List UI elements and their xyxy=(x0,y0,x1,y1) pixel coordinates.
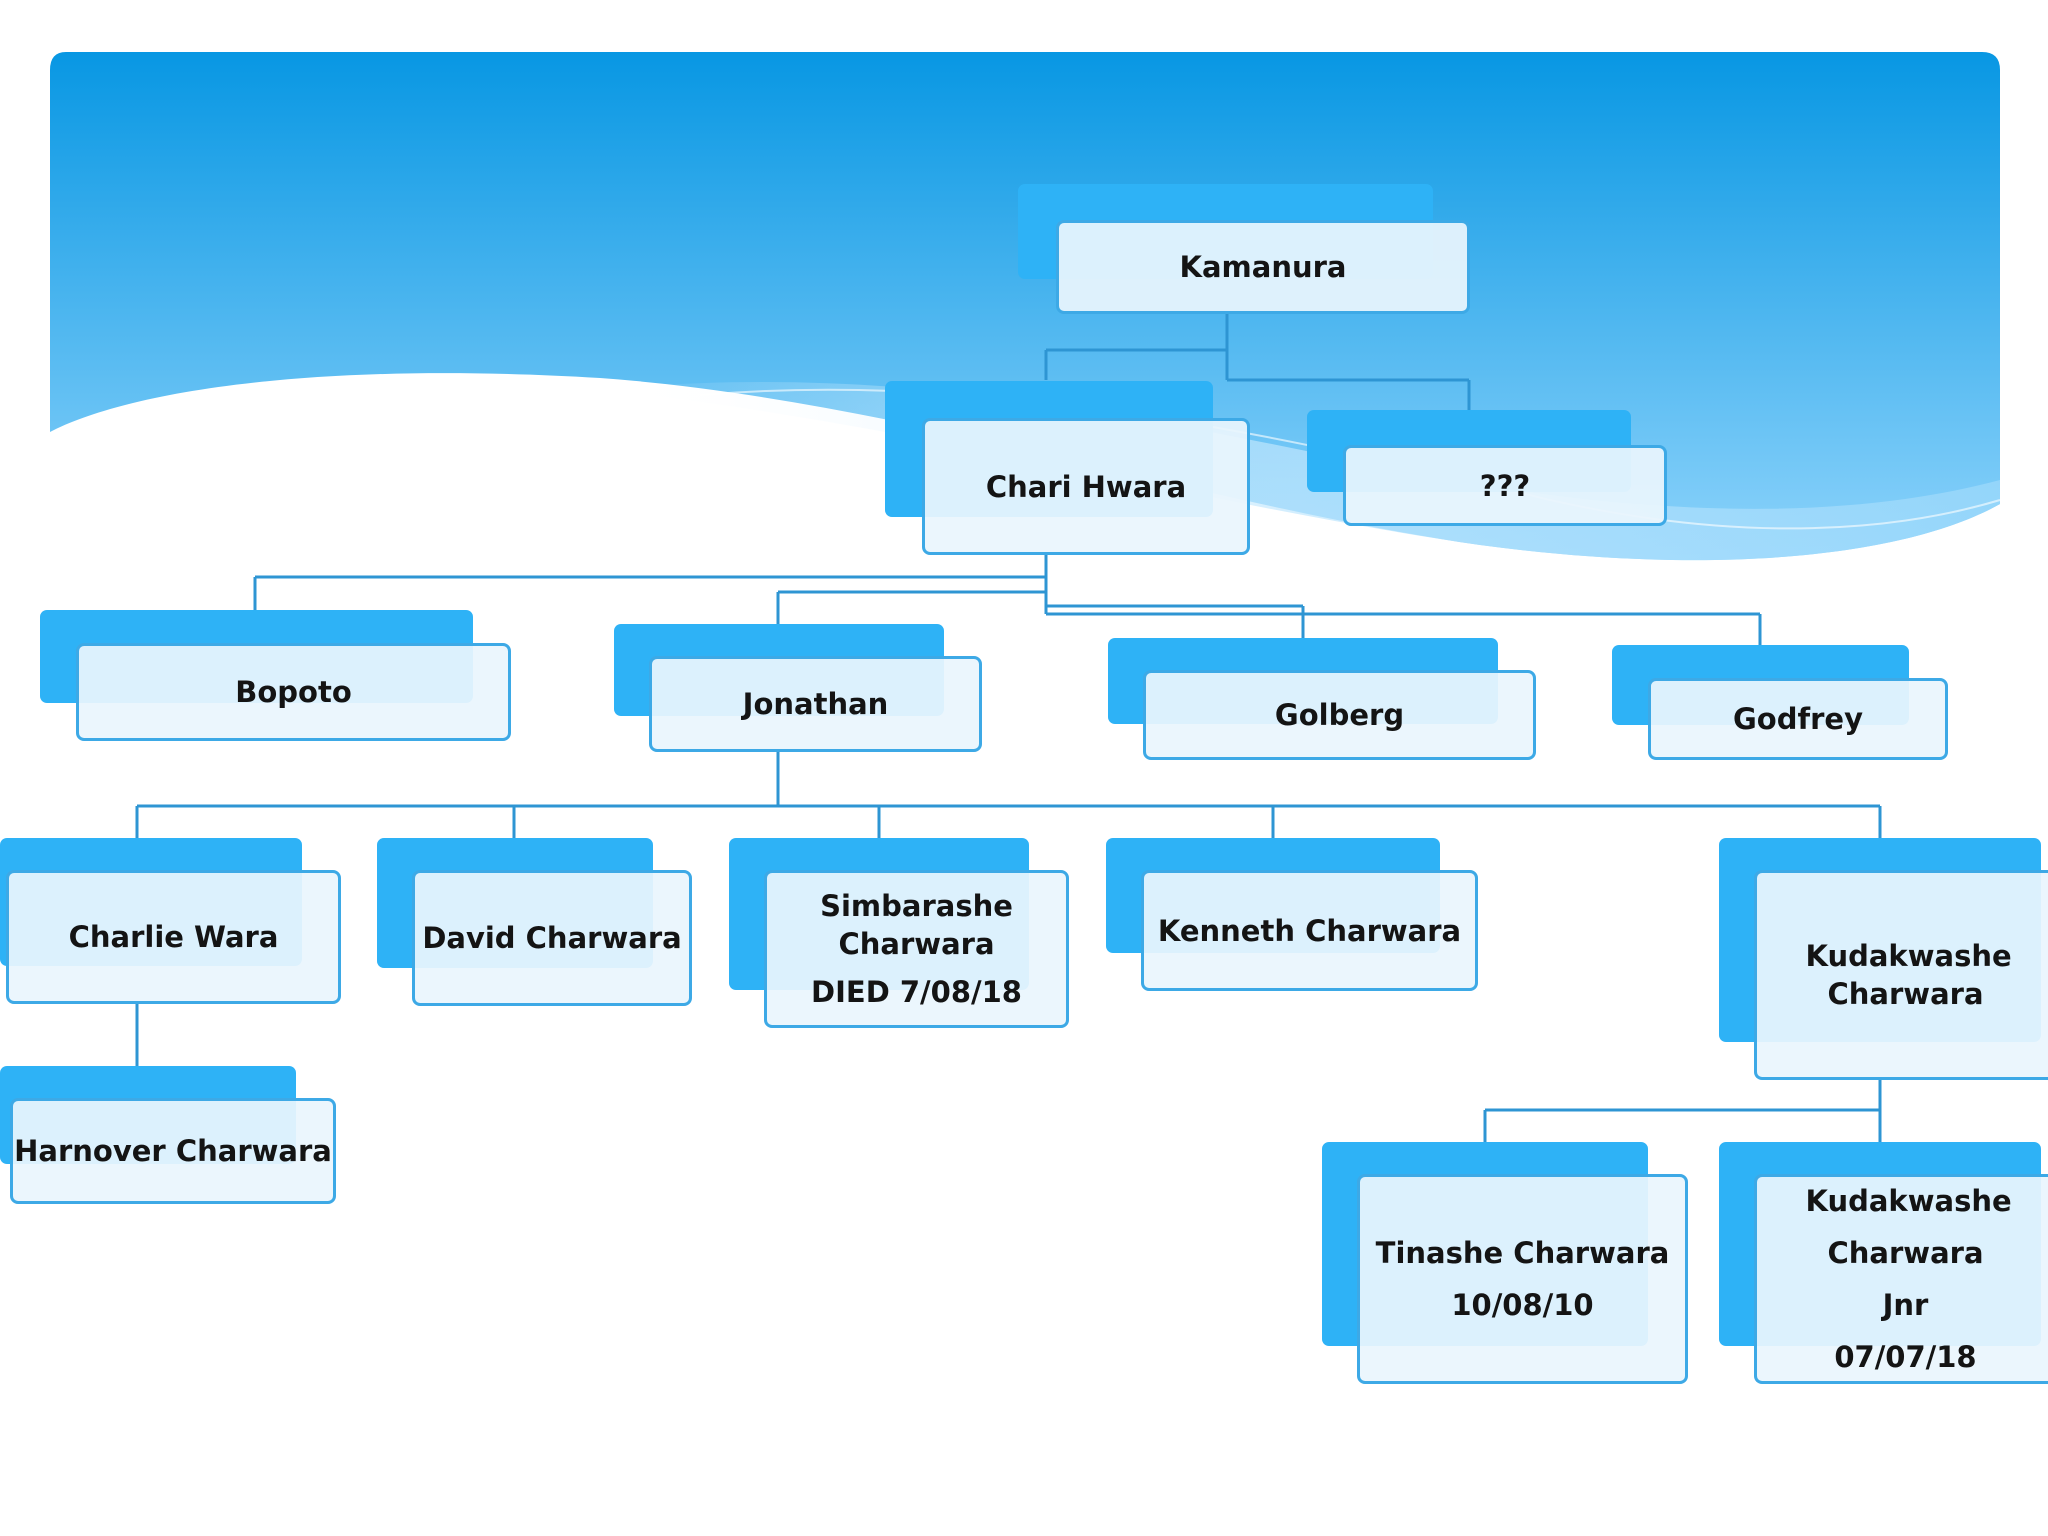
node-kudakwashe-charwara-jnr[interactable]: Kudakwashe Charwara Jnr 07/07/18 xyxy=(1719,1142,2048,1384)
node-simbarashe-charwara[interactable]: Simbarashe Charwara DIED 7/08/18 xyxy=(729,838,1069,1028)
node-tinashe-charwara[interactable]: Tinashe Charwara 10/08/10 xyxy=(1322,1142,1688,1384)
node-unknown[interactable]: ??? xyxy=(1307,410,1667,526)
node-label: Jonathan xyxy=(742,687,889,721)
tree-connectors xyxy=(135,312,1882,1142)
node-card: Kamanura xyxy=(1056,220,1470,314)
node-label: Simbarashe Charwara xyxy=(820,889,1013,961)
node-card: Godfrey xyxy=(1648,678,1948,760)
node-charlie-wara[interactable]: Charlie Wara xyxy=(0,838,341,1004)
node-card: Bopoto xyxy=(76,643,511,741)
node-card: Kudakwashe Charwara xyxy=(1754,870,2048,1080)
node-golberg[interactable]: Golberg xyxy=(1108,638,1536,760)
node-card: Chari Hwara xyxy=(922,418,1250,555)
node-card: Kudakwashe Charwara Jnr 07/07/18 xyxy=(1754,1174,2048,1384)
node-label: Charlie Wara xyxy=(68,920,279,954)
node-birth-date: 07/07/18 xyxy=(1834,1340,1977,1374)
node-label: Bopoto xyxy=(235,675,352,709)
node-card: Tinashe Charwara 10/08/10 xyxy=(1357,1174,1688,1384)
node-label: Golberg xyxy=(1274,698,1405,732)
node-card: Kenneth Charwara xyxy=(1141,870,1478,991)
node-card: ??? xyxy=(1343,445,1667,526)
node-kudakwashe-charwara[interactable]: Kudakwashe Charwara xyxy=(1719,838,2048,1080)
node-label: ??? xyxy=(1479,468,1531,503)
node-label: Godfrey xyxy=(1733,702,1863,736)
node-label: Kenneth Charwara xyxy=(1157,913,1462,948)
node-card: Simbarashe Charwara DIED 7/08/18 xyxy=(764,870,1069,1028)
node-card: Jonathan xyxy=(649,656,982,752)
node-label: Kamanura xyxy=(1179,250,1347,284)
node-harnover-charwara[interactable]: Harnover Charwara xyxy=(0,1066,336,1204)
node-kamanura[interactable]: Kamanura xyxy=(1018,184,1470,314)
node-label: Kudakwashe Charwara xyxy=(1805,939,2012,1011)
node-card: David Charwara xyxy=(412,870,692,1006)
node-kenneth-charwara[interactable]: Kenneth Charwara xyxy=(1106,838,1478,991)
node-godfrey[interactable]: Godfrey xyxy=(1612,645,1948,760)
node-jonathan[interactable]: Jonathan xyxy=(614,624,982,752)
node-label: Chari Hwara xyxy=(985,469,1187,504)
node-label: David Charwara xyxy=(422,921,682,955)
node-birth-date: 10/08/10 xyxy=(1451,1288,1594,1322)
node-card: Charlie Wara xyxy=(6,870,341,1004)
node-label: Kudakwashe Charwara Jnr xyxy=(1805,1184,2012,1322)
node-label: Tinashe Charwara xyxy=(1375,1236,1670,1270)
node-label: Harnover Charwara xyxy=(14,1134,332,1168)
node-death-date: DIED 7/08/18 xyxy=(811,975,1022,1009)
node-david-charwara[interactable]: David Charwara xyxy=(377,838,692,1006)
node-bopoto[interactable]: Bopoto xyxy=(40,610,511,741)
node-card: Golberg xyxy=(1143,670,1536,760)
node-card: Harnover Charwara xyxy=(10,1098,336,1204)
node-chari-hwara[interactable]: Chari Hwara xyxy=(885,381,1250,555)
